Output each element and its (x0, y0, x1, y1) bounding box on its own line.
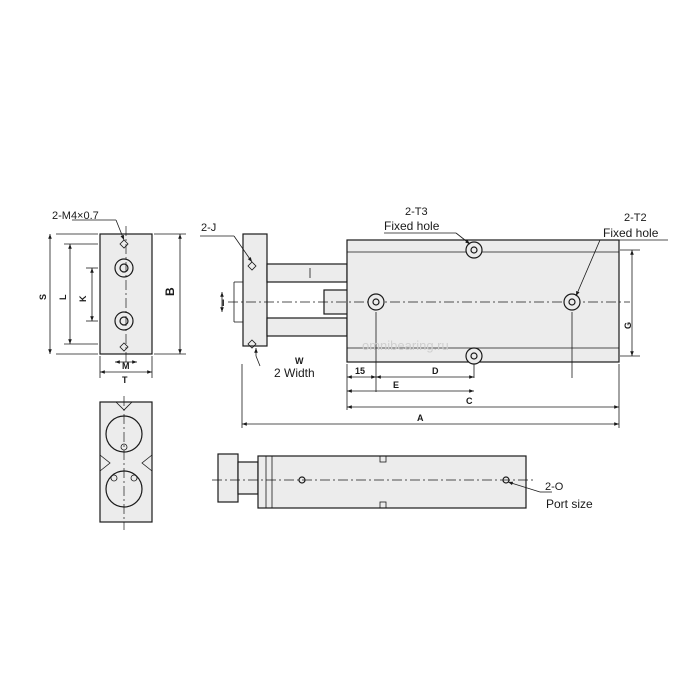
bottom-end-view-body (99, 401, 153, 523)
dim-l: L (58, 294, 68, 300)
watermark: omnibearing.ru (362, 338, 449, 353)
dim-a: A (417, 413, 424, 423)
dim-b: B (163, 287, 177, 296)
dim-m: M (122, 361, 130, 371)
end-view (48, 219, 186, 378)
dim-i: I (222, 298, 225, 308)
bottom-end-view (99, 396, 153, 530)
callout-width: 2 Width (274, 366, 315, 380)
callout-m4: 2-M4×0.7 (52, 210, 99, 222)
main-top-view (200, 232, 668, 428)
guide-rod-lower (266, 317, 348, 337)
dim-15: 15 (355, 366, 365, 376)
dim-g: G (623, 322, 633, 329)
side-view (212, 453, 552, 509)
callout-t3-name: Fixed hole (384, 219, 440, 233)
dim-k: K (78, 295, 88, 302)
callout-o-code: 2-O (545, 481, 564, 493)
callout-t2-name: Fixed hole (603, 226, 659, 240)
dim-d: D (432, 366, 439, 376)
guide-rod-upper (266, 263, 348, 283)
dim-w: W (295, 356, 304, 366)
side-end-plate (217, 453, 239, 503)
callout-t2-code: 2-T2 (624, 212, 647, 224)
dim-c: C (466, 396, 473, 406)
callout-o-name: Port size (546, 497, 593, 511)
dim-s: S (38, 294, 48, 300)
end-plate (242, 233, 268, 347)
callout-j: 2-J (201, 222, 216, 234)
dim-e: E (393, 380, 399, 390)
side-body (257, 455, 527, 509)
callout-t3-code: 2-T3 (405, 206, 428, 218)
dim-t: T (122, 375, 128, 385)
